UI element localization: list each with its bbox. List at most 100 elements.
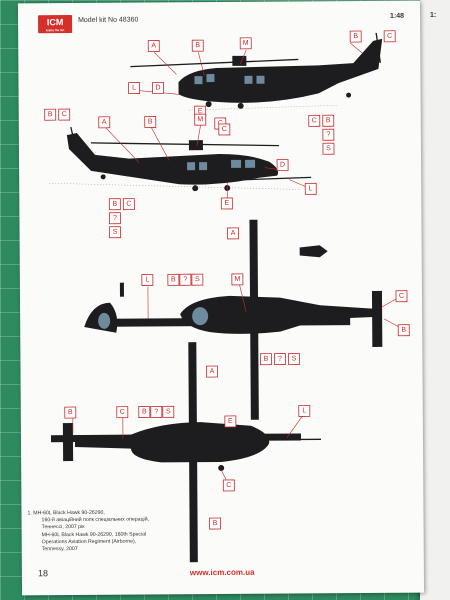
callout-s: S (322, 142, 335, 155)
helicopter-bottom-view (50, 342, 321, 563)
callout-c: C (395, 290, 408, 303)
svg-text:E: E (224, 200, 229, 207)
cockpit-glass (192, 307, 209, 326)
next-page-scale: 1: (430, 12, 437, 19)
fuselage-bottom (74, 422, 270, 463)
callout-a: A (206, 365, 218, 378)
callout-b: B (144, 116, 157, 128)
callout-b: B (259, 353, 272, 366)
svg-text:A: A (231, 230, 236, 237)
svg-text:B: B (171, 276, 176, 283)
wheel (218, 465, 225, 472)
svg-text:M: M (197, 116, 203, 123)
svg-text:A: A (151, 42, 156, 49)
svg-text:?: ? (113, 215, 117, 222)
svg-text:?: ? (183, 276, 187, 283)
stabilizer (62, 423, 74, 462)
helicopter-top-view (84, 219, 383, 420)
callout-s: S (287, 353, 300, 365)
window (256, 75, 265, 84)
callout-b: B (322, 114, 335, 127)
svg-text:B: B (264, 356, 269, 363)
callout-q: ? (179, 273, 192, 286)
painting-diagram: A B M B C L D E C C B ? S B C A B M C D … (44, 30, 410, 563)
svg-text:E: E (228, 418, 233, 425)
svg-text:B: B (112, 201, 117, 208)
callout-b: B (108, 198, 121, 211)
svg-text:C: C (126, 201, 131, 208)
caption-english: MH-60L Black Hawk 90-26290, 160th Specia… (41, 531, 147, 553)
svg-text:C: C (62, 111, 67, 118)
svg-text:A: A (210, 368, 215, 375)
svg-text:L: L (302, 407, 306, 414)
wheel (205, 101, 212, 108)
wheel (237, 102, 244, 109)
fuselage-top (180, 295, 377, 334)
svg-text:B: B (213, 520, 218, 527)
callout-a: A (147, 40, 160, 52)
svg-text:B: B (401, 327, 406, 334)
callout-b: B (191, 39, 204, 52)
svg-text:B: B (148, 118, 153, 125)
measure-guide (188, 104, 339, 111)
callout-m: M (194, 113, 207, 126)
svg-text:B: B (68, 409, 73, 416)
callout-d: D (276, 159, 289, 172)
svg-text:B: B (48, 111, 53, 118)
callout-c: C (383, 30, 396, 43)
svg-text:L: L (132, 85, 136, 92)
svg-text:M: M (234, 276, 240, 283)
antenna-detail (299, 245, 328, 258)
helicopter-left-profile (49, 126, 312, 192)
svg-text:C: C (312, 117, 317, 124)
callout-c: C (308, 114, 321, 127)
callout-m: M (239, 37, 252, 50)
refuel-probe (246, 438, 321, 441)
svg-text:S: S (292, 355, 297, 362)
wheel (100, 174, 106, 180)
callout-b: B (349, 30, 362, 43)
caption-ukrainian: 1. MH-60L Black Hawk 90-26290, 160-й аві… (27, 509, 150, 531)
callout-s: S (162, 405, 175, 418)
svg-text:E: E (198, 108, 203, 115)
wheel (346, 92, 352, 98)
main-rotor-blade (130, 58, 299, 68)
svg-text:D: D (155, 84, 160, 91)
instruction-page: ICM Enjoy the Art Model kit No 48360 1:4… (17, 0, 425, 596)
svg-text:S: S (166, 408, 171, 415)
callout-s: S (109, 226, 121, 239)
callout-b: B (209, 517, 222, 530)
svg-text:C: C (226, 482, 231, 489)
svg-text:L: L (309, 185, 313, 192)
callout-c: C (58, 108, 71, 121)
svg-text:S: S (195, 276, 200, 283)
svg-text:C: C (222, 126, 227, 133)
window (194, 76, 203, 85)
svg-text:A: A (102, 119, 107, 126)
callout-b: B (167, 273, 180, 286)
callout-b: B (397, 324, 410, 337)
website-link[interactable]: www.icm.com.ua (189, 567, 255, 578)
rotor-hub (232, 55, 247, 66)
svg-text:S: S (326, 145, 331, 152)
callout-s: S (191, 273, 204, 286)
svg-text:?: ? (154, 408, 158, 415)
callout-c: C (222, 479, 235, 492)
callout-q: ? (322, 128, 335, 141)
callout-d: D (152, 81, 164, 94)
callout-q: ? (150, 406, 163, 418)
svg-text:B: B (326, 117, 331, 124)
callout-m: M (231, 273, 244, 286)
helicopter-right-profile (130, 32, 383, 111)
callout-a: A (227, 227, 239, 240)
rotor-hub (188, 140, 203, 151)
fuselage-right (178, 38, 383, 103)
callout-b: B (44, 108, 57, 121)
svg-text:D: D (280, 162, 285, 169)
scheme-caption: 1. MH-60L Black Hawk 90-26290, 160-й аві… (27, 509, 197, 554)
tail-rotor (70, 126, 78, 154)
window (244, 75, 253, 84)
refuel-probe (241, 176, 312, 181)
svg-text:C: C (120, 409, 125, 416)
callout-l: L (128, 82, 140, 95)
